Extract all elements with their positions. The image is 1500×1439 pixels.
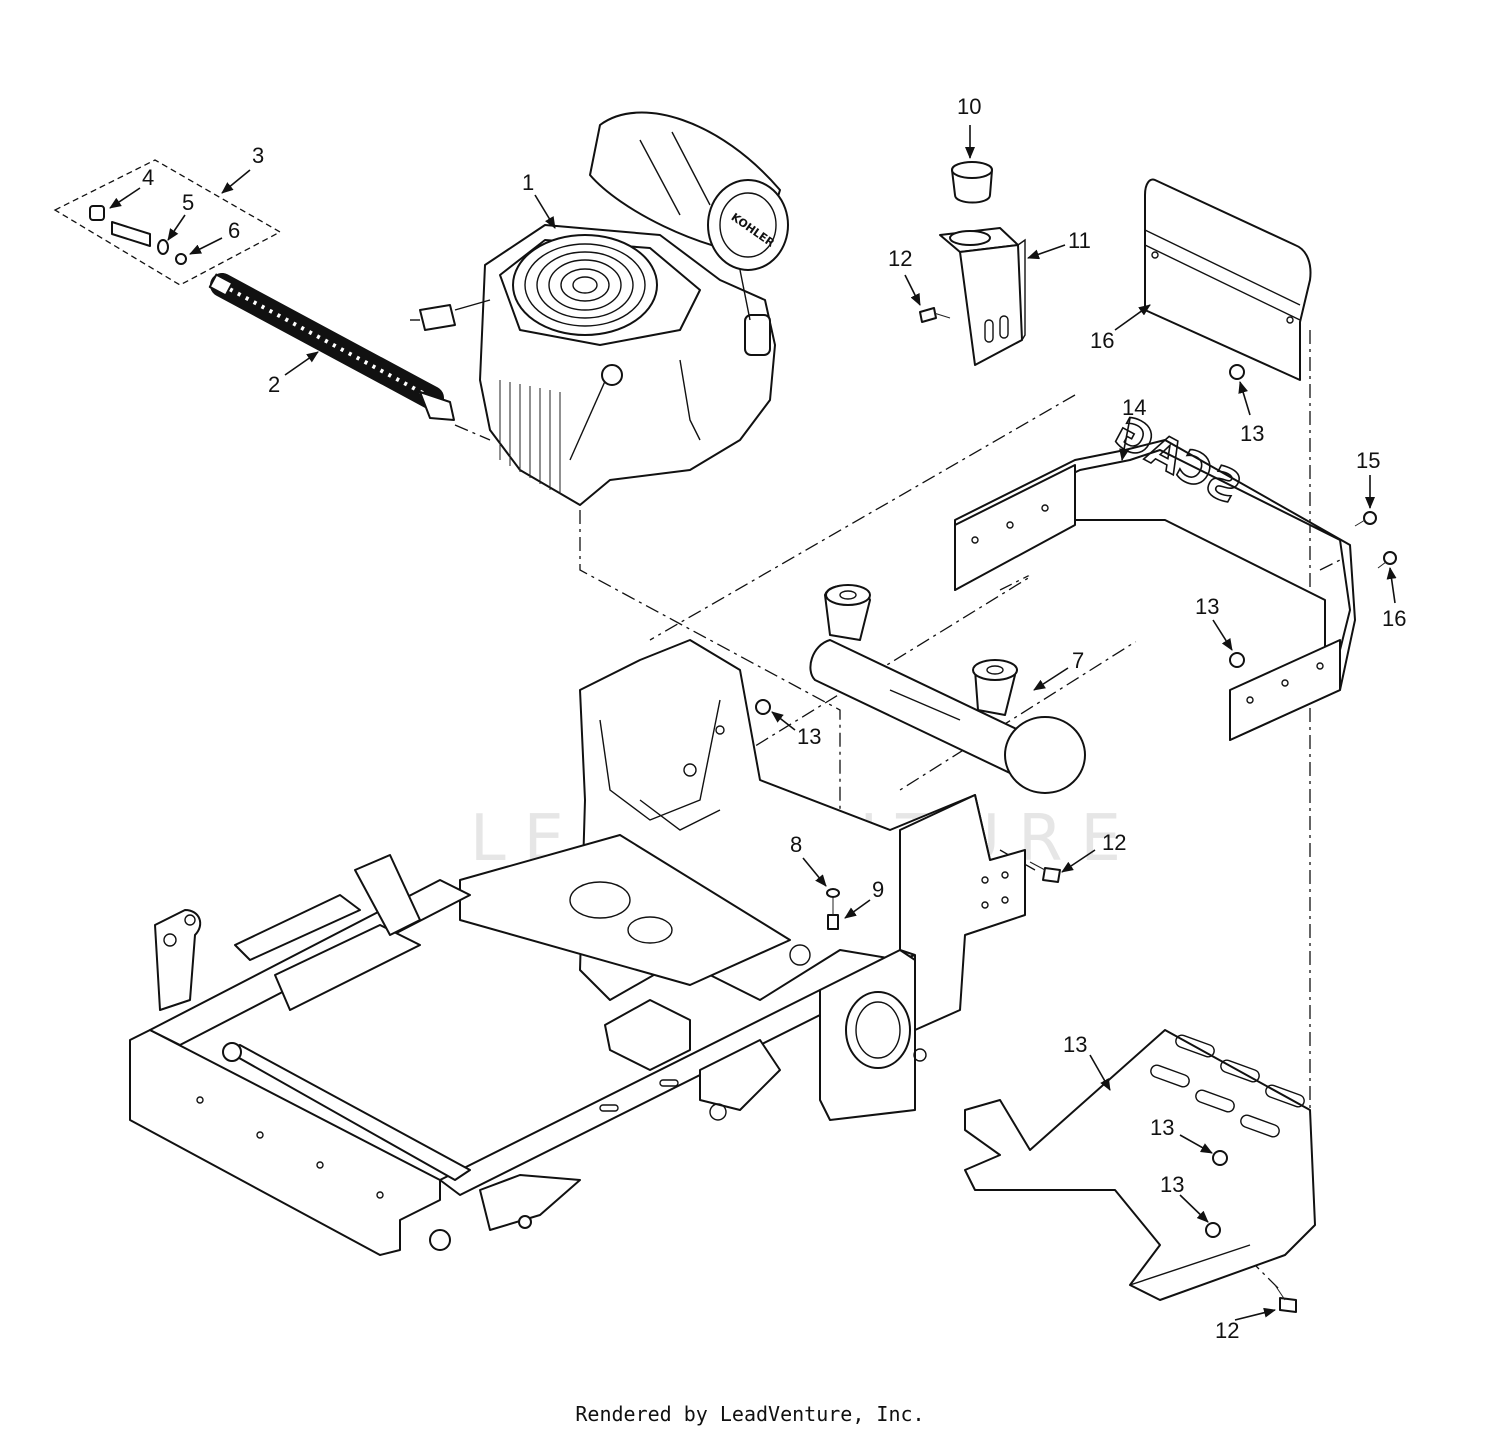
callout-2: 2 [268, 372, 280, 397]
part-17-shield-plate [1144, 178, 1312, 381]
fitting-kit-box [53, 159, 282, 286]
part-12-bolt-b [1029, 861, 1061, 883]
callout-12b: 12 [1102, 830, 1126, 855]
callout-13b: 13 [1195, 594, 1219, 619]
callout-13e: 13 [1160, 1172, 1184, 1197]
hardware [755, 307, 1397, 1313]
part-13-nut-b [1229, 652, 1245, 668]
callout-14: 13 [1063, 1032, 1087, 1057]
callout-6: 6 [228, 218, 240, 243]
part-9-bolt [827, 898, 839, 930]
callout-13c: 13 [797, 724, 821, 749]
part-13-nut-a [1229, 364, 1245, 380]
callout-11: 11 [1068, 228, 1091, 253]
part-12-bolt-a [919, 307, 951, 323]
part-1-engine: KOHLER [410, 111, 789, 506]
footer-credit: Rendered by LeadVenture, Inc. [575, 1402, 925, 1426]
part-13-nut-e [1205, 1222, 1221, 1238]
callout-13d: 13 [1150, 1115, 1174, 1140]
callout-7: 7 [1072, 648, 1084, 673]
callout-16b: 16 [1382, 606, 1406, 631]
callout-15: 14 [1122, 395, 1146, 420]
callout-16a: 15 [1356, 448, 1380, 473]
part-10-grommet [951, 161, 993, 204]
part-12-bolt-c [1274, 1284, 1297, 1313]
callout-10: 10 [957, 94, 981, 119]
part-2-hose [208, 273, 455, 421]
part-13-nut-d [1212, 1150, 1228, 1166]
part-13-nut-c [755, 699, 771, 715]
part-16-screw-a [1354, 511, 1377, 527]
part-16-screw-b [1377, 551, 1397, 569]
callout-3: 3 [252, 143, 264, 168]
callout-1: 1 [522, 170, 534, 195]
callout-8: 8 [790, 832, 802, 857]
deck-logo: SCAG [1106, 407, 1248, 515]
part-15-rear-guard: SCAG [954, 406, 1356, 741]
callout-9: 9 [872, 877, 884, 902]
callout-4: 4 [142, 165, 154, 190]
leader-lines [109, 125, 1397, 1321]
part-8-washer [826, 888, 840, 898]
callout-17: 16 [1090, 328, 1114, 353]
callout-12a: 12 [888, 246, 912, 271]
callout-13a: 13 [1240, 421, 1264, 446]
main-chassis-frame [129, 639, 1026, 1256]
part-4-cap [89, 205, 105, 221]
callout-5: 5 [182, 190, 194, 215]
part-14-bottom-shield [964, 1029, 1316, 1301]
part-7-muffler [809, 584, 1086, 794]
part-6-oring [175, 253, 187, 265]
part-5-fitting [111, 221, 151, 247]
callout-labels: 1 2 3 4 5 6 7 8 9 10 11 12 12 12 13 13 1… [142, 94, 1406, 1343]
part-11-bracket [939, 227, 1026, 366]
callout-12c: 12 [1215, 1318, 1239, 1343]
